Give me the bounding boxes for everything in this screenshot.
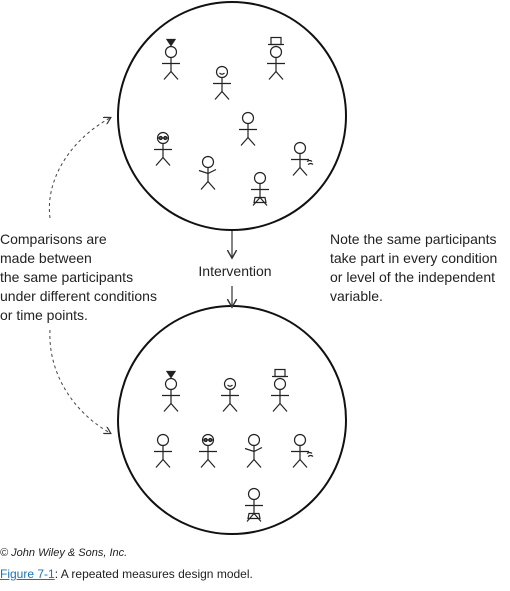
participant-smiley-bottom xyxy=(221,377,239,412)
same-participants-note: Note the same participants take part in … xyxy=(330,230,508,306)
comparison-note: Comparisons are made between the same pa… xyxy=(0,230,175,325)
same-participants-note-line-3: or level of the independent xyxy=(330,269,496,285)
participant-glasses-top xyxy=(154,131,172,166)
same-participants-note-line-1: Note the same participants xyxy=(330,231,497,247)
dashed-arrow-up xyxy=(48,118,110,219)
participant-plain-top xyxy=(239,111,257,146)
same-participants-note-line-2: take part in every condition xyxy=(330,250,498,266)
participant-smiley-top xyxy=(213,65,231,100)
participant-plain-bottom xyxy=(154,433,172,468)
comparison-note-line-5: or time points. xyxy=(0,307,88,323)
participant-skirt-top xyxy=(251,171,269,206)
participant-top-hat-bottom xyxy=(271,368,289,412)
comparison-note-line-3: the same participants xyxy=(0,269,134,285)
intervention-label: Intervention xyxy=(198,263,272,279)
top-group-circle xyxy=(117,1,347,231)
participant-swirl-head-bottom xyxy=(291,433,314,468)
participant-tri-hat-top xyxy=(162,38,180,80)
participant-wavy-arms-top xyxy=(198,155,217,190)
participant-skirt-bottom xyxy=(245,487,263,522)
figure-caption: Figure 7-1: A repeated measures design m… xyxy=(0,566,253,582)
participant-glasses-bottom xyxy=(199,433,217,468)
caption-text: A repeated measures design model. xyxy=(58,567,253,581)
participant-tri-hat-bottom xyxy=(162,370,180,412)
dashed-arrow-down xyxy=(49,329,110,433)
caption-separator: : xyxy=(54,567,59,581)
participant-swirl-head-top xyxy=(291,141,314,176)
figure-link[interactable]: Figure 7-1 xyxy=(0,567,55,581)
participant-top-hat-top xyxy=(267,36,285,80)
comparison-note-line-4: under different conditions xyxy=(0,288,157,304)
bottom-group-circle xyxy=(117,305,347,535)
comparison-note-line-2: made between xyxy=(0,250,92,266)
comparison-note-line-1: Comparisons are xyxy=(0,231,107,247)
copyright-credit: © John Wiley & Sons, Inc. xyxy=(0,547,128,559)
same-participants-note-line-4: variable. xyxy=(330,288,383,304)
participant-wavy-arms-bottom xyxy=(244,433,263,468)
